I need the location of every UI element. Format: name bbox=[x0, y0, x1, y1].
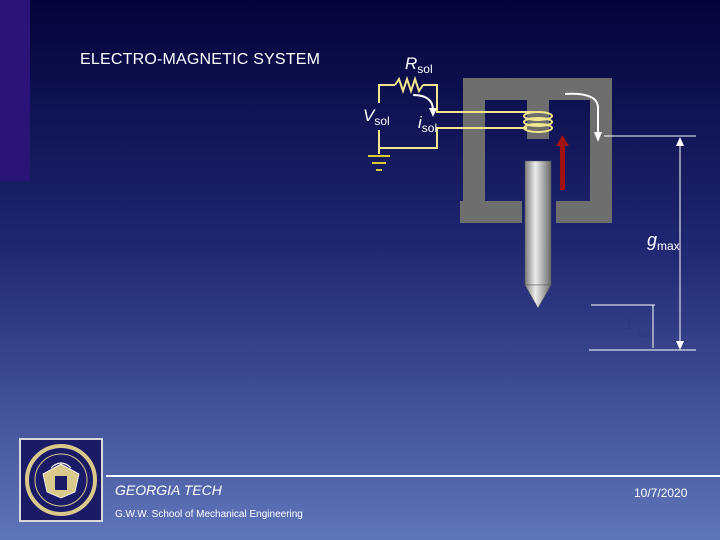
slide-date: 10/7/2020 bbox=[634, 486, 688, 500]
seal-emblem-icon bbox=[25, 444, 97, 516]
gap-label: gmax bbox=[647, 230, 680, 253]
coil-turn-3 bbox=[523, 123, 553, 133]
core-left-leg bbox=[463, 78, 485, 201]
resistor-zigzag bbox=[394, 75, 424, 95]
flux-arrow-right bbox=[564, 92, 599, 133]
plunger bbox=[524, 160, 552, 309]
footer-divider bbox=[106, 475, 720, 477]
coil-turn-1 bbox=[523, 111, 553, 121]
ground-symbol bbox=[368, 155, 390, 171]
wire-top-to-coil bbox=[423, 84, 535, 113]
core-bottom-right-bar bbox=[556, 201, 612, 223]
wire-return bbox=[379, 127, 527, 149]
core-right-leg bbox=[590, 78, 612, 201]
wire-left-up bbox=[378, 84, 395, 103]
force-label: Fsol bbox=[626, 312, 650, 340]
core-bottom-left-bar bbox=[460, 201, 522, 223]
flux-arrows bbox=[412, 92, 602, 142]
slide-title: ELECTRO-MAGNETIC SYSTEM bbox=[80, 51, 321, 68]
department-name: G.W.W. School of Mechanical Engineering bbox=[115, 509, 303, 520]
dimension-lines bbox=[589, 135, 696, 351]
circuit-wires bbox=[378, 75, 553, 154]
coil-turn-2 bbox=[523, 117, 553, 127]
georgia-tech-seal-logo bbox=[19, 438, 103, 522]
organization-name: GEORGIA TECH bbox=[115, 482, 222, 498]
current-arrow bbox=[412, 94, 434, 110]
resistor-label: Rsol bbox=[405, 54, 433, 76]
core-center-leg bbox=[527, 78, 549, 139]
current-label: isol bbox=[418, 113, 438, 135]
voltage-label: Vsol bbox=[363, 106, 390, 128]
corner-accent-bar bbox=[0, 0, 30, 181]
force-arrow bbox=[556, 135, 569, 190]
